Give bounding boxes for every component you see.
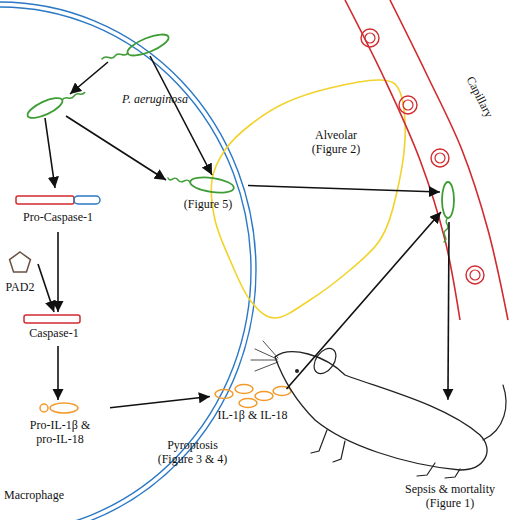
bacterium-flagellum: [102, 53, 128, 59]
node-label: Caspase-1: [14, 326, 94, 340]
node-label: Pro-Caspase-1: [12, 210, 104, 224]
arrow-connector: [248, 186, 440, 193]
capillary-vessel: Capillary: [340, 0, 515, 320]
bacterium-body: [189, 175, 235, 195]
pro-domain: [40, 404, 48, 412]
red-blood-cell: [435, 153, 445, 163]
arrow-connector: [57, 346, 59, 400]
red-blood-cell: [403, 100, 413, 110]
cytokine-molecule: [235, 385, 253, 394]
cell-membrane: [0, 7, 251, 520]
arrow-connector: [287, 212, 441, 389]
arrow-connector: [448, 222, 449, 400]
node-label: Sepsis & mortality (Figure 1): [395, 482, 505, 510]
arrow-connector: [57, 232, 59, 312]
cytokine-molecule: [273, 387, 291, 396]
node-label: (Figure 5): [168, 197, 248, 211]
bacterium-body: [125, 30, 171, 59]
node-label: Capillary: [458, 63, 502, 132]
cytokine-molecule: [239, 399, 257, 408]
red-blood-cell: [399, 96, 417, 114]
mouse-whiskers: [251, 341, 278, 371]
alveolar-space: Alveolar (Figure 2): [205, 78, 410, 323]
escape-arrow: [66, 116, 166, 180]
cell-membrane: [0, 2, 256, 520]
bacterium-body: [25, 94, 65, 122]
pro-caspase-protein: Pro-Caspase-1: [12, 192, 104, 232]
bacterium: (Figure 5): [168, 175, 248, 217]
activation-arrow: [45, 118, 55, 188]
mouse-tail: [483, 385, 506, 440]
node-label: IL-1β & IL-18: [210, 408, 295, 422]
node-label: P. aeruginosa: [115, 92, 195, 106]
bacterium-flagellum: [168, 178, 190, 182]
arrow-connector: [38, 264, 54, 312]
red-blood-cell: [431, 149, 449, 167]
pro-domain: [74, 196, 100, 204]
pad2-enzyme: PAD2: [2, 250, 38, 300]
cytokine-molecule: [215, 390, 233, 399]
node-label: Macrophage: [4, 488, 84, 502]
bacterium-flagellum: [444, 218, 448, 242]
macrophage-cell: Macrophage Pro-Caspase-1PAD2Caspase-1Pro-…: [0, 0, 258, 520]
cytokine-domain: [50, 403, 78, 413]
cytokine-precursor: Pro-IL-1β & pro-IL-18: [10, 400, 110, 452]
mouse-eye: [295, 369, 299, 373]
mouse-body: [275, 352, 487, 470]
alveolar-space-shape: [205, 78, 410, 323]
mouse-hind-legs: [417, 463, 460, 478]
mouse-front-legs: [311, 430, 345, 462]
caspase-domain: [24, 315, 80, 323]
mouse-ear: [310, 344, 341, 377]
mouse: Sepsis & mortality (Figure 1): [245, 335, 520, 520]
cytokine-molecule: [255, 392, 273, 401]
vessel-wall: [390, 0, 508, 320]
capillary-vessel-shape: [340, 0, 515, 320]
caspase-protein: Caspase-1: [14, 312, 94, 346]
red-blood-cell: [361, 29, 379, 47]
node-label: Alveolar (Figure 2): [305, 128, 367, 156]
cytokine-cluster: IL-1β & IL-18: [210, 384, 295, 434]
caspase-domain: [16, 196, 74, 204]
red-blood-cell: [470, 270, 480, 280]
pentagon-symbol: [10, 252, 31, 272]
infection-arrow: [70, 62, 108, 94]
bacterium-body: [442, 182, 454, 218]
red-blood-cell: [365, 33, 375, 43]
bacterium: P. aeruginosa: [95, 30, 205, 110]
node-label: Pro-IL-1β & pro-IL-18: [25, 418, 95, 446]
alveolus-outline: [211, 80, 405, 318]
figure-note: Pyroptosis (Figure 3 & 4): [150, 438, 235, 466]
vessel-wall: [345, 0, 460, 320]
arrow-connector: [110, 397, 210, 408]
arrow-connector: [150, 56, 212, 175]
node-label: PAD2: [2, 280, 38, 294]
bacterium-flagellum: [62, 92, 85, 100]
red-blood-cell: [466, 266, 484, 284]
